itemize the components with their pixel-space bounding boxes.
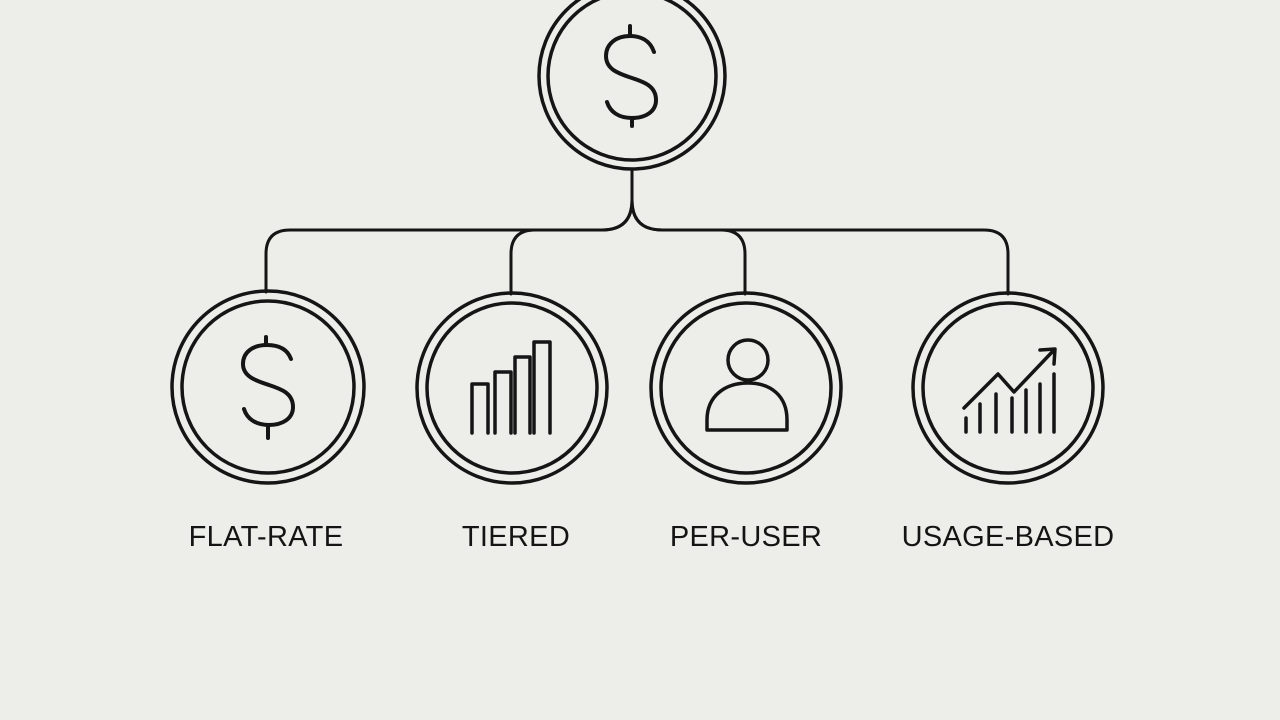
node-flat-rate: FLAT-RATE — [170, 289, 366, 553]
node-per-user: PER-USER — [649, 291, 843, 553]
root-node — [537, 0, 727, 171]
node-label-flat-rate: FLAT-RATE — [189, 521, 344, 553]
connector-lines — [264, 168, 1010, 296]
bar-chart-icon — [470, 340, 552, 435]
user-icon — [705, 338, 789, 432]
connector-usage-based — [630, 198, 1010, 296]
node-outer-ring — [649, 291, 843, 485]
node-inner-ring — [180, 299, 356, 475]
root-inner-ring — [546, 0, 718, 162]
dollar-sign-icon — [241, 335, 295, 440]
node-label-usage-based: USAGE-BASED — [902, 521, 1115, 553]
node-usage-based: USAGE-BASED — [902, 291, 1115, 553]
node-inner-ring — [425, 301, 599, 475]
node-label-per-user: PER-USER — [670, 521, 822, 553]
connector-per-user — [630, 198, 747, 296]
node-label-tiered: TIERED — [462, 521, 570, 553]
connector-tiered — [509, 198, 634, 296]
trending-up-chart-icon — [962, 347, 1057, 434]
node-tiered: TIERED — [415, 291, 609, 553]
dollar-sign-icon — [604, 24, 658, 128]
node-inner-ring — [921, 301, 1095, 475]
root-outer-ring — [537, 0, 727, 171]
node-outer-ring — [415, 291, 609, 485]
node-outer-ring — [911, 291, 1105, 485]
node-inner-ring — [659, 301, 833, 475]
node-outer-ring — [170, 289, 366, 485]
